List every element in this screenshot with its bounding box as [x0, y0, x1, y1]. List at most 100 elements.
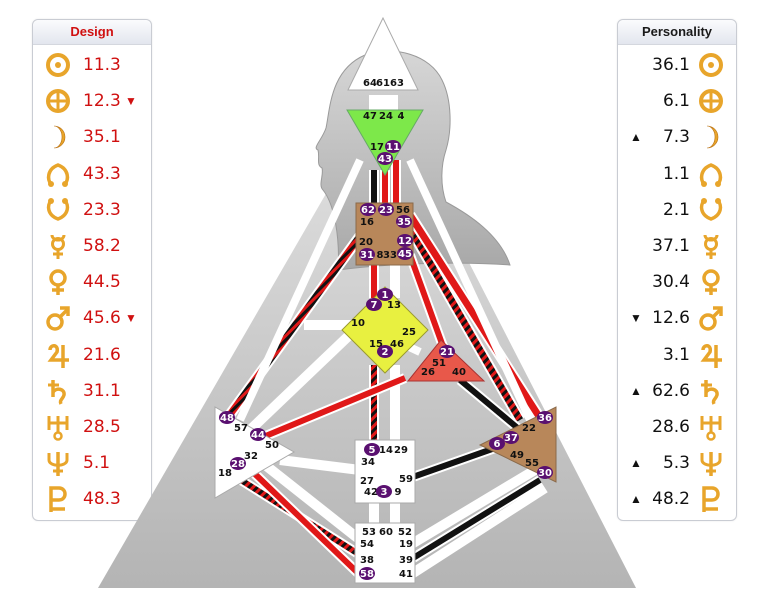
design-row-earth: 12.3▼ [33, 83, 151, 119]
venus-icon [49, 269, 67, 296]
design-row-jupiter: 21.6 [33, 337, 151, 373]
venus-icon [702, 269, 720, 296]
design-value: 35.1 [83, 127, 121, 148]
pluto-icon [702, 486, 720, 513]
personality-row-neptune: 5.3▲ [618, 445, 736, 481]
gate-label: 33 [383, 250, 397, 261]
gate-label: 35 [397, 217, 411, 228]
uranus-icon [47, 416, 69, 441]
gate-label: 24 [379, 111, 393, 122]
personality-row-venus: 30.4 [618, 264, 736, 300]
gate-label: 2 [382, 347, 389, 358]
personality-row-saturn: 62.6▲ [618, 373, 736, 409]
gate-label: 46 [390, 339, 404, 350]
gate-label: 17 [370, 142, 384, 153]
design-value: 28.5 [83, 417, 121, 437]
gate-marker [360, 203, 376, 216]
gate-label: 13 [387, 300, 401, 311]
ajna-center [346, 109, 424, 176]
north-node-icon [699, 162, 723, 187]
gate-marker [397, 247, 413, 260]
channel-solar-root-1 [407, 465, 538, 550]
design-value: 5.1 [83, 453, 111, 474]
jupiter-icon [700, 343, 722, 368]
gate-label: 5 [369, 445, 376, 456]
design-value: 44.5 [83, 272, 121, 293]
design-value: 31.1 [83, 380, 121, 401]
gate-marker [489, 437, 505, 450]
channels [221, 95, 548, 580]
design-value: 48.3 [83, 489, 121, 510]
personality-row-north-node: 1.1 [618, 156, 736, 192]
personality-row-jupiter: 3.1 [618, 337, 736, 373]
gate-marker [376, 485, 392, 498]
gate-label: 39 [399, 555, 413, 566]
design-row-sun: 11.3 [33, 47, 151, 83]
design-row-pluto: 48.3 [33, 481, 151, 517]
channel-solar-root-2-active [408, 477, 542, 563]
gate-label: 43 [378, 154, 392, 165]
design-row-north-node: 43.3 [33, 156, 151, 192]
moon-icon [53, 126, 66, 149]
gate-label: 29 [394, 445, 408, 456]
gate-label: 58 [360, 569, 374, 580]
gate-label: 1 [382, 290, 389, 301]
gate-label: 6 [494, 439, 501, 450]
neptune-icon [700, 452, 722, 477]
personality-row-mercury: 37.1 [618, 228, 736, 264]
sun-icon [46, 53, 70, 77]
sun-icon [699, 53, 723, 77]
gate-label: 61 [376, 78, 390, 89]
gate-label: 19 [399, 539, 413, 550]
south-node-icon [699, 197, 723, 221]
personality-value: 28.6 [652, 417, 690, 437]
gate-label: 54 [360, 539, 374, 550]
personality-value: 12.6 [652, 308, 690, 329]
earth-icon [46, 89, 70, 114]
gate-label: 31 [360, 250, 374, 261]
channel-solar-ajna [406, 158, 534, 422]
gate-label: 14 [379, 445, 393, 456]
saturn-icon [48, 379, 66, 405]
gate-marker [366, 298, 382, 311]
gate-label: 60 [379, 527, 393, 538]
design-value: 21.6 [83, 344, 121, 365]
gate-label: 7 [371, 300, 378, 311]
heart-center [406, 339, 486, 382]
channel-spleen-sacral [279, 455, 361, 475]
pluto-icon [49, 486, 67, 513]
gate-label: 34 [361, 457, 375, 468]
north-node-icon [46, 162, 70, 187]
channel-spleen-ajna [236, 158, 364, 422]
gate-marker [537, 466, 553, 479]
gate-label: 30 [538, 468, 552, 479]
design-row-neptune: 5.1 [33, 445, 151, 481]
gate-label: 21 [440, 347, 454, 358]
gate-marker [378, 203, 394, 216]
personality-row-pluto: 48.2▲ [618, 481, 736, 517]
channel-g-spleen [246, 321, 364, 434]
gate-label: 15 [369, 339, 383, 350]
channel-throat-solar-2-active [407, 213, 543, 420]
gate-label: 45 [398, 249, 412, 260]
gate-label: 49 [510, 450, 524, 461]
gate-marker [377, 152, 393, 165]
gate-label: 37 [504, 433, 518, 444]
jupiter-icon [47, 343, 69, 368]
channel-heart-spleen-active [254, 375, 407, 443]
gate-label: 3 [381, 487, 388, 498]
gate-marker [503, 431, 519, 444]
personality-value: 7.3 [662, 127, 690, 148]
gate-marker [377, 345, 393, 358]
channel-solar-sacral-active [409, 445, 496, 481]
gate-marker [397, 234, 413, 247]
channel-throat-spleen-active [223, 233, 363, 423]
solar-plexus-center [478, 406, 557, 483]
channel-heart-solar-active [458, 377, 522, 433]
head-center [347, 16, 419, 91]
channel-throat-solar-1-active [406, 226, 524, 422]
